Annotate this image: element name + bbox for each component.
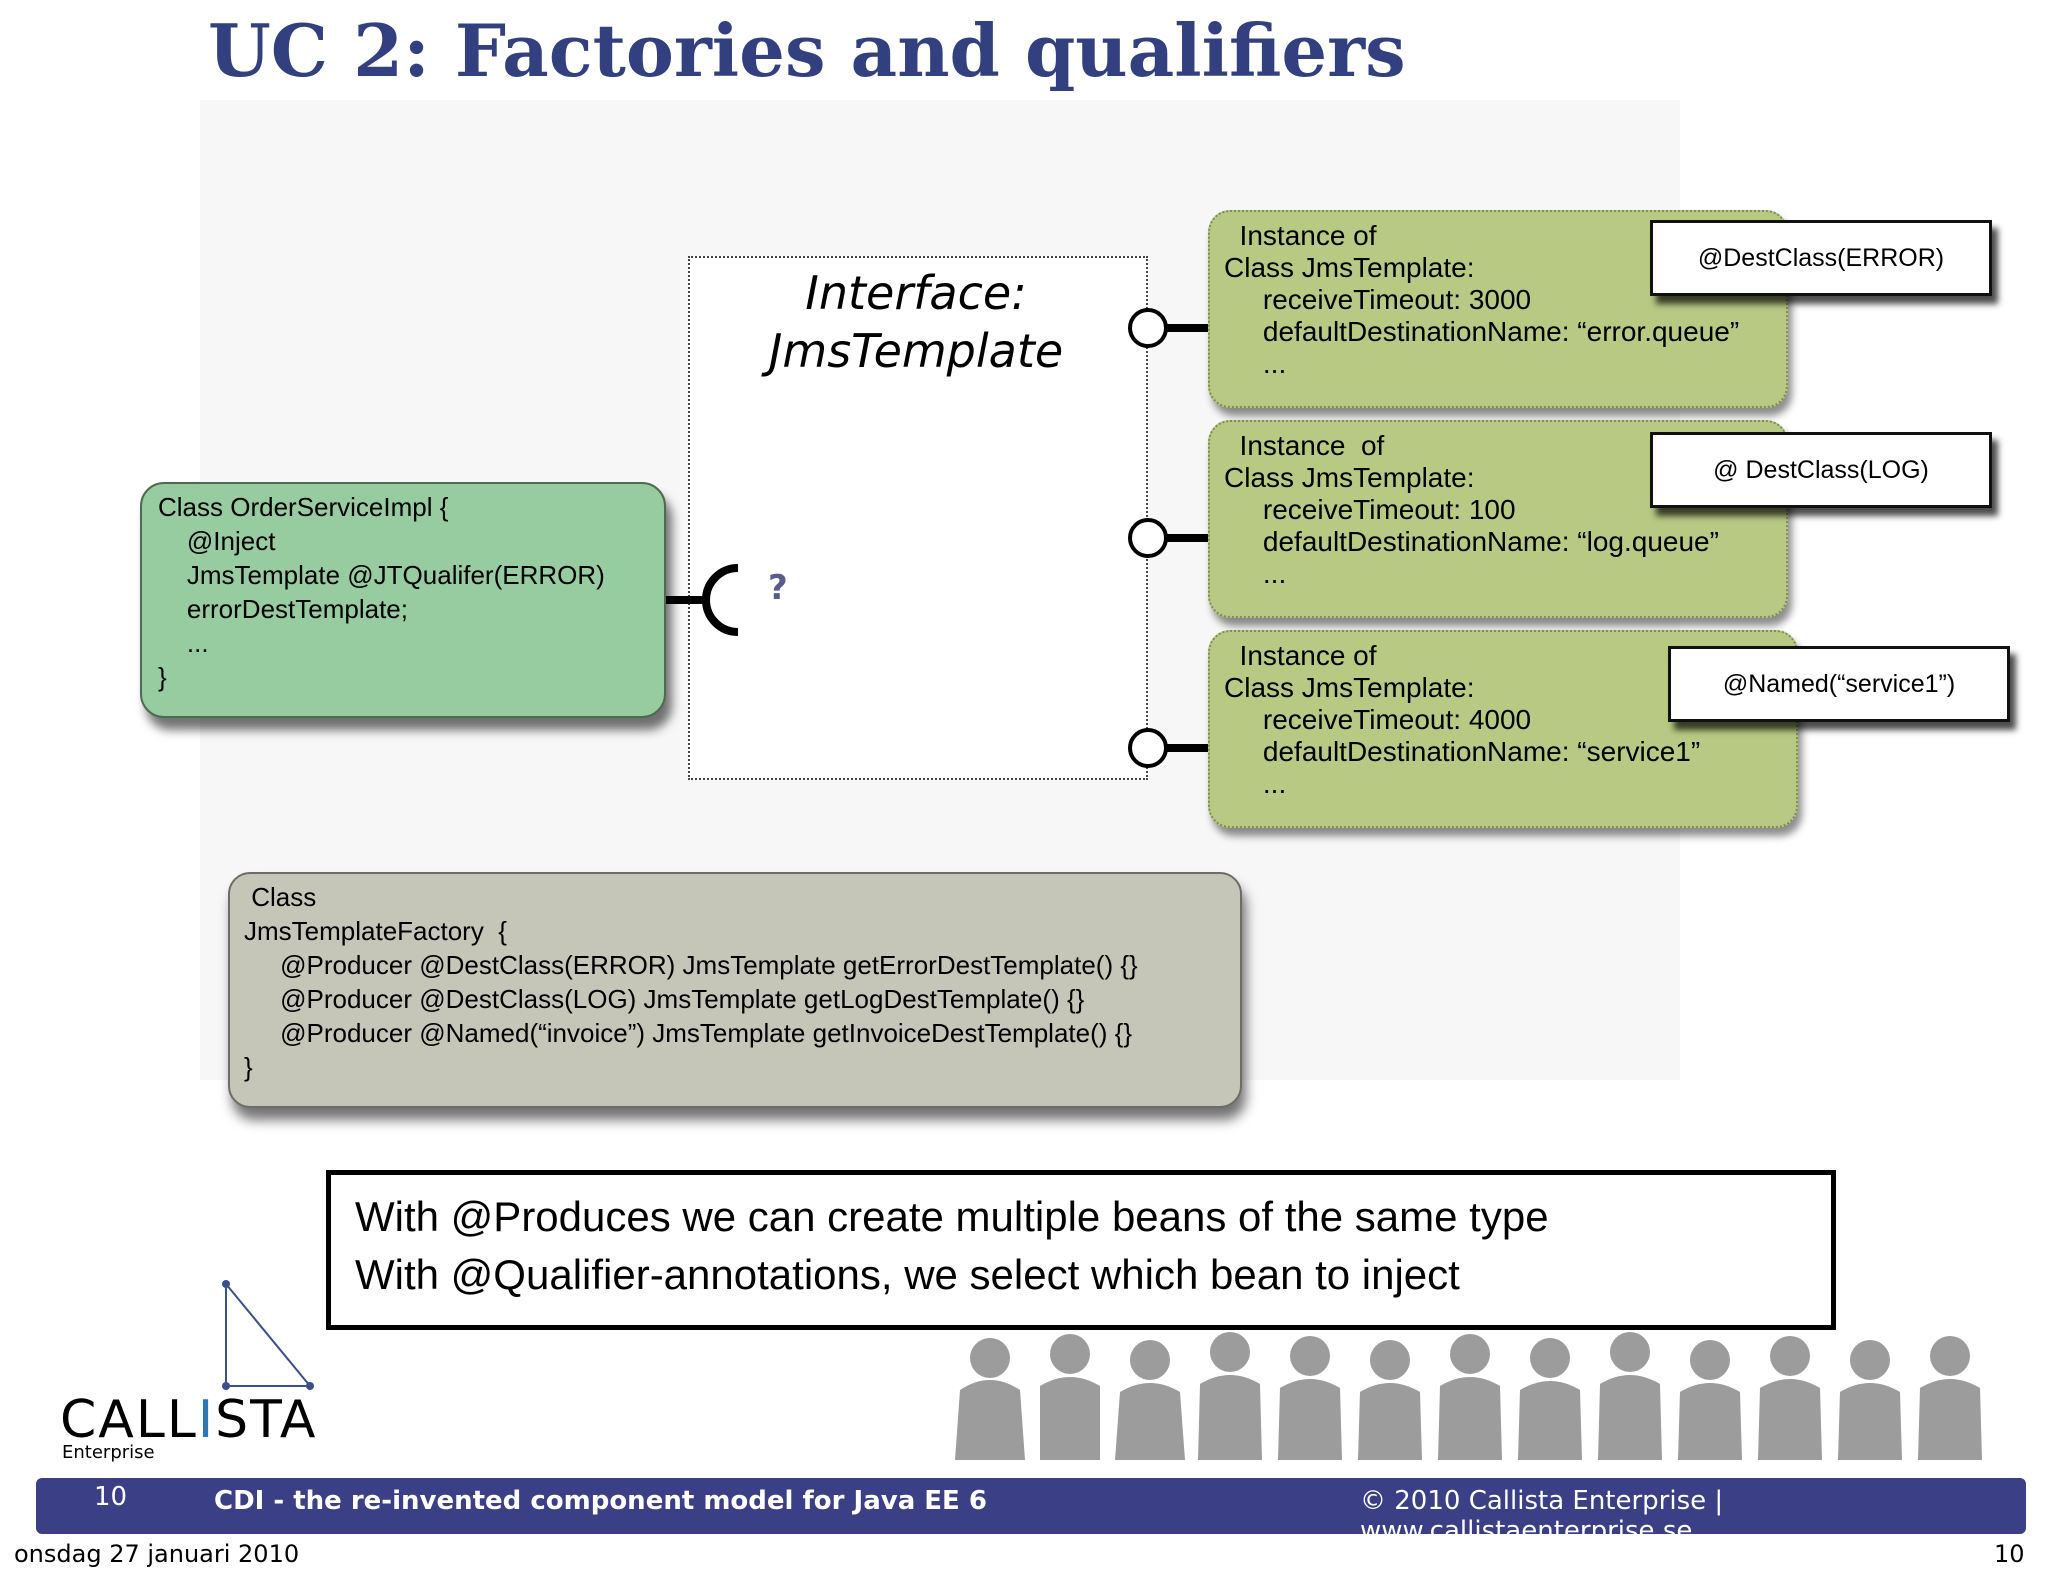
provided-interface-2: [1128, 518, 1210, 558]
logo-text-part1: CALL: [60, 1390, 198, 1450]
factory-class-box: [228, 872, 1242, 1108]
footer-bar: [36, 1478, 2026, 1534]
interface-label: Interface: JmsTemplate: [768, 266, 1064, 378]
logo-triangle-icon: [222, 1280, 314, 1390]
summary-note-box: [326, 1170, 1836, 1330]
footer-title: CDI - the re-invented component model fo…: [214, 1486, 987, 1516]
summary-note-text: With @Produces we can create multiple be…: [355, 1193, 1549, 1298]
slide-title: UC 2: Factories and qualifiers: [208, 8, 1406, 93]
interface-box: [688, 256, 1148, 780]
instance-text-service1: Instance of Class JmsTemplate: receiveTi…: [1224, 640, 1701, 799]
logo-text-part3: STA: [215, 1390, 318, 1450]
people-silhouettes: [955, 1332, 1982, 1460]
provided-interface-3: [1128, 728, 1210, 768]
footer-copyright: © 2010 Callista Enterprise | www.callist…: [1360, 1486, 1724, 1546]
qualifier-tag-service1: @Named(“service1”): [1668, 646, 2010, 722]
consumer-class-box: [140, 482, 666, 718]
provided-interface-1: [1128, 308, 1210, 348]
required-socket: [702, 564, 739, 636]
date-label: onsdag 27 januari 2010: [14, 1540, 300, 1568]
qualifier-tag-log: @ DestClass(LOG): [1650, 432, 1992, 508]
callista-logo: CALLISTA: [60, 1390, 317, 1450]
footer-page-number: 10: [94, 1482, 128, 1512]
instance-text-log: Instance of Class JmsTemplate: receiveTi…: [1224, 430, 1719, 589]
page-number-right: 10: [1994, 1540, 2025, 1568]
logo-subtitle: Enterprise: [62, 1442, 155, 1463]
question-mark: ?: [768, 568, 788, 608]
instance-text-error: Instance of Class JmsTemplate: receiveTi…: [1224, 220, 1740, 379]
logo-text-accent: I: [197, 1390, 216, 1450]
qualifier-tag-error: @DestClass(ERROR): [1650, 220, 1992, 296]
consumer-class-code: Class OrderServiceImpl { @Inject JmsTemp…: [158, 492, 605, 692]
factory-class-code: Class JmsTemplateFactory { @Producer @De…: [244, 882, 1138, 1082]
